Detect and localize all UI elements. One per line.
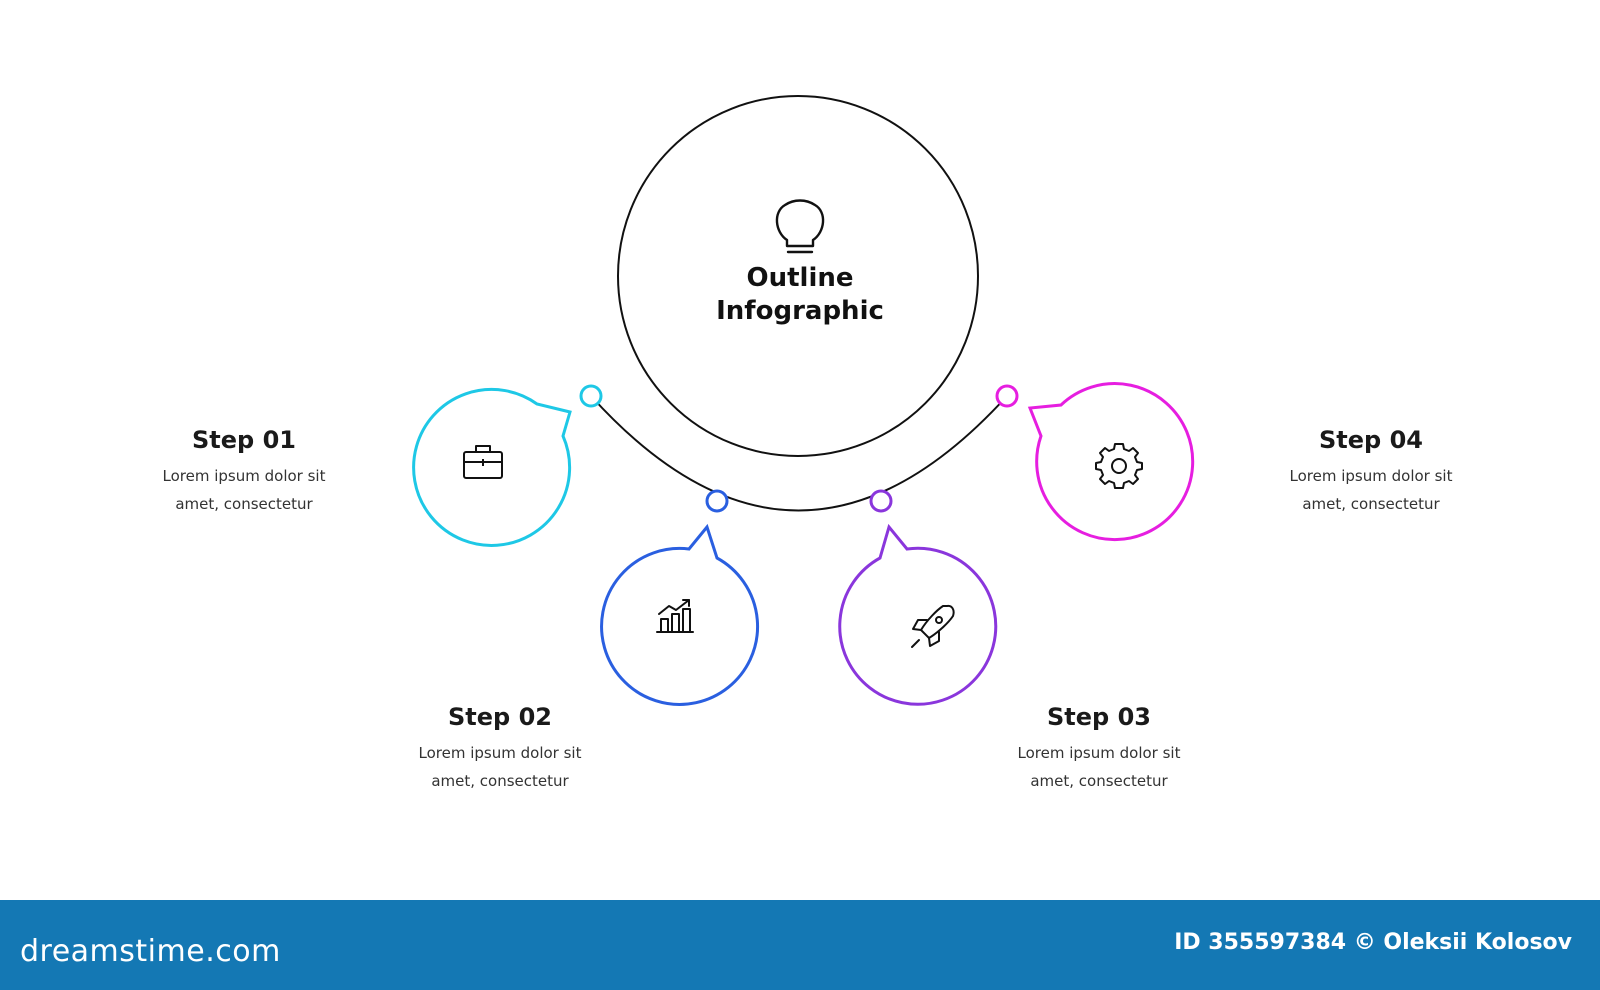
- step-03-label: Step 03 Lorem ipsum dolor sit amet, cons…: [979, 703, 1219, 795]
- step-02-description: Lorem ipsum dolor sit amet, consectetur: [380, 739, 620, 795]
- footer-banner: dreamstime.com ID 355597384 © Oleksii Ko…: [0, 900, 1600, 990]
- step-01-description: Lorem ipsum dolor sit amet, consectetur: [124, 462, 364, 518]
- step-01-desc-line-1: Lorem ipsum dolor sit: [162, 467, 326, 485]
- step-04-bubble: [995, 382, 1195, 542]
- step-02-label: Step 02 Lorem ipsum dolor sit amet, cons…: [380, 703, 620, 795]
- center-circle: [617, 95, 979, 457]
- step-02-desc-line-2: amet, consectetur: [431, 772, 569, 790]
- step-02-desc-line-1: Lorem ipsum dolor sit: [418, 744, 582, 762]
- bar-chart-growth-icon: [656, 599, 694, 633]
- step-03-desc-line-2: amet, consectetur: [1030, 772, 1168, 790]
- step-03-title: Step 03: [1047, 703, 1151, 731]
- center-title-line-2: Infographic: [716, 296, 884, 326]
- image-credit: ID 355597384 © Oleksii Kolosov: [1174, 930, 1572, 955]
- center-title-line-1: Outline: [746, 263, 854, 293]
- gear-icon: [1095, 443, 1143, 489]
- step-03-desc-line-1: Lorem ipsum dolor sit: [1017, 744, 1181, 762]
- step-01-bubble: [412, 384, 603, 547]
- step-01-node: [579, 384, 603, 408]
- step-04-label: Step 04 Lorem ipsum dolor sit amet, cons…: [1251, 426, 1491, 518]
- step-02-bubble: [600, 489, 759, 706]
- step-03-bubble: [838, 489, 998, 706]
- rocket-icon: [911, 604, 955, 648]
- step-02-node: [705, 489, 729, 513]
- step-04-title: Step 04: [1319, 426, 1423, 454]
- step-04-node: [995, 384, 1019, 408]
- infographic-diagram: [412, 95, 1195, 706]
- dreamstime-logo[interactable]: dreamstime.com: [20, 934, 281, 969]
- step-01-label: Step 01 Lorem ipsum dolor sit amet, cons…: [124, 426, 364, 518]
- step-04-description: Lorem ipsum dolor sit amet, consectetur: [1251, 462, 1491, 518]
- step-03-node: [869, 489, 893, 513]
- step-04-desc-line-2: amet, consectetur: [1302, 495, 1440, 513]
- briefcase-icon: [463, 445, 503, 479]
- step-01-title: Step 01: [192, 426, 296, 454]
- step-03-description: Lorem ipsum dolor sit amet, consectetur: [979, 739, 1219, 795]
- step-02-title: Step 02: [448, 703, 552, 731]
- step-04-desc-line-1: Lorem ipsum dolor sit: [1289, 467, 1453, 485]
- connector-arc: [590, 395, 1008, 512]
- lightbulb-icon: [775, 199, 825, 254]
- step-01-desc-line-2: amet, consectetur: [175, 495, 313, 513]
